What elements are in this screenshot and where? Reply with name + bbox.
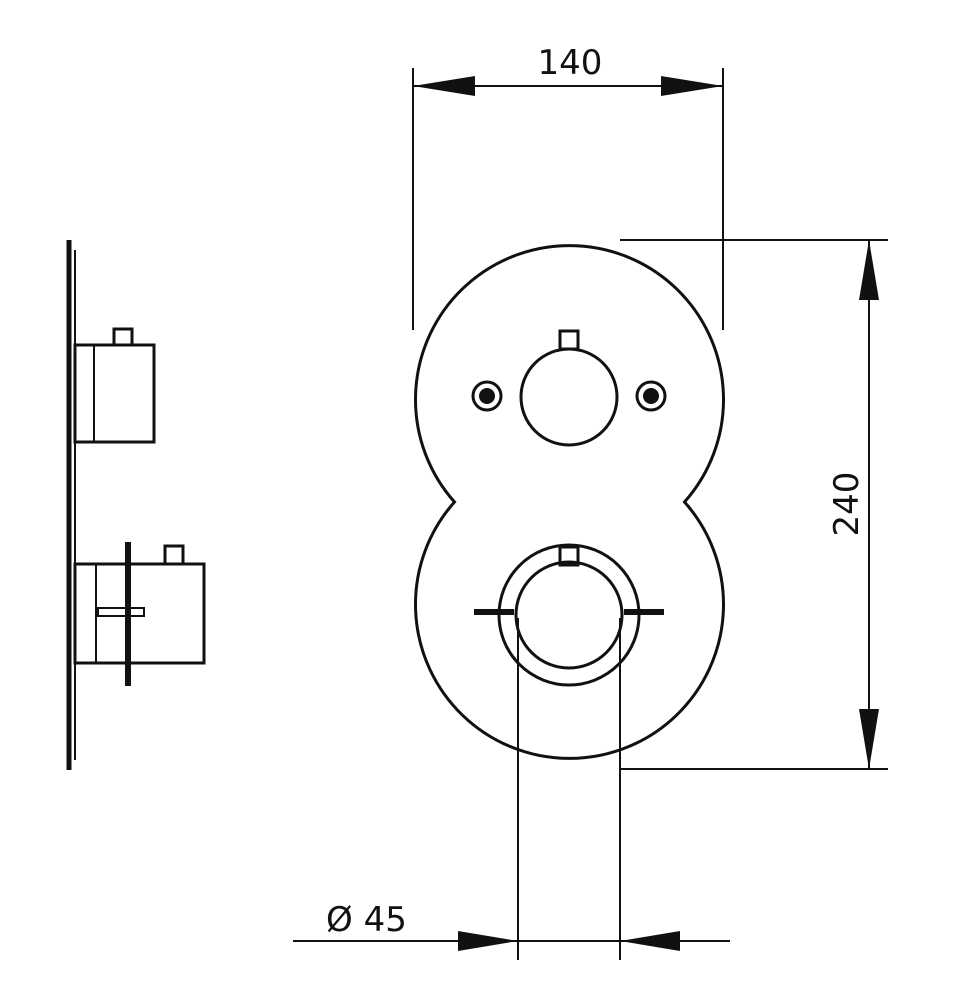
front-view — [414, 244, 725, 760]
side-view — [66, 240, 206, 770]
upper-knob — [519, 329, 619, 447]
arrow-diameter-right — [620, 931, 680, 951]
diameter-label: Ø 45 — [326, 900, 407, 940]
dimension-width: 140 — [412, 43, 724, 330]
escutcheon-outline — [414, 244, 725, 760]
upper-handle-side — [73, 327, 156, 444]
arrow-bottom — [859, 709, 879, 769]
dimension-height: 240 — [620, 239, 888, 770]
screw-left — [471, 380, 503, 412]
height-label: 240 — [827, 472, 867, 537]
arrow-top — [859, 240, 879, 300]
dimension-diameter: Ø 45 — [293, 618, 730, 960]
screw-right — [635, 380, 667, 412]
arrow-right — [661, 76, 723, 96]
lower-handle-side — [73, 542, 206, 686]
arrow-left — [413, 76, 475, 96]
width-label: 140 — [538, 43, 603, 83]
arrow-diameter-left — [458, 931, 518, 951]
lower-knob — [474, 543, 664, 687]
